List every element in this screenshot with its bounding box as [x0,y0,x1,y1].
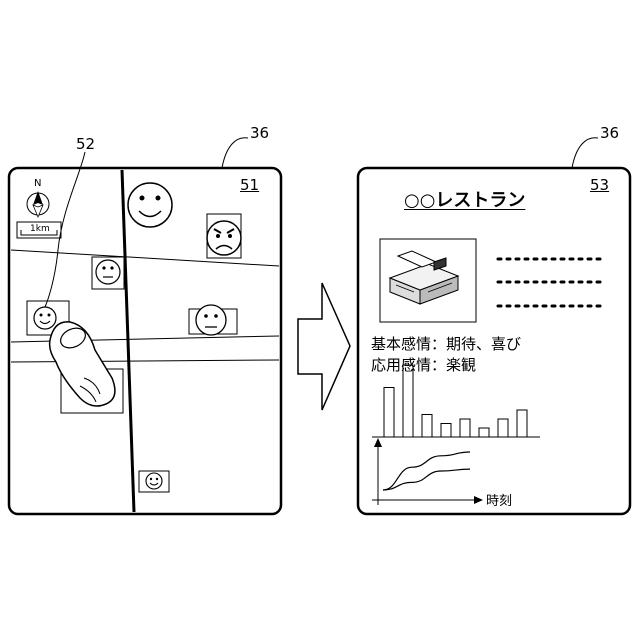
smile-face-icon [34,307,56,329]
detail-panel-ref-label: 36 [600,126,619,141]
emotion-line-chart [383,452,470,490]
bar-5 [460,419,470,437]
restaurant-building-icon [390,251,458,304]
map-screen-ref-label: 51 [240,178,259,193]
bar-6 [479,428,489,437]
basic-emotion-text: 基本感情：期待、喜び [371,335,521,353]
map-panel-ref-label: 36 [250,126,269,141]
emotion-bar-chart [384,365,527,437]
bar-2 [403,365,413,437]
restaurant-name: ○○レストラン [404,192,525,210]
neutral-face-icon [196,305,226,335]
pointer-ref-label: 52 [76,137,95,152]
compass-north-label: N [34,179,41,189]
neutral-face-icon [96,260,120,284]
smile-face-icon [146,473,162,489]
line-series-1 [383,452,470,490]
scale-bar-label: 1km [30,225,50,234]
bar-8 [517,410,527,437]
bar-3 [422,415,432,438]
time-axis-label: 時刻 [486,495,512,508]
emotion-line-chart-axes [372,438,483,505]
applied-emotion-text: 応用感情：楽観 [371,356,476,374]
map-road [11,360,279,362]
leader-line-36-right [572,138,598,168]
compass-icon [27,191,49,217]
map-main-road [122,170,134,512]
leader-line-36-left [222,138,248,168]
line-series-2 [383,469,470,490]
leader-line-52 [45,152,85,307]
bar-7 [498,419,508,437]
finger-pointer-icon [50,322,115,406]
transition-arrow-icon [298,283,350,410]
bar-4 [441,424,451,438]
detail-screen-ref-label: 53 [590,178,609,193]
happy-face-icon [128,183,172,227]
bar-1 [384,388,394,438]
angry-face-icon [207,221,241,255]
